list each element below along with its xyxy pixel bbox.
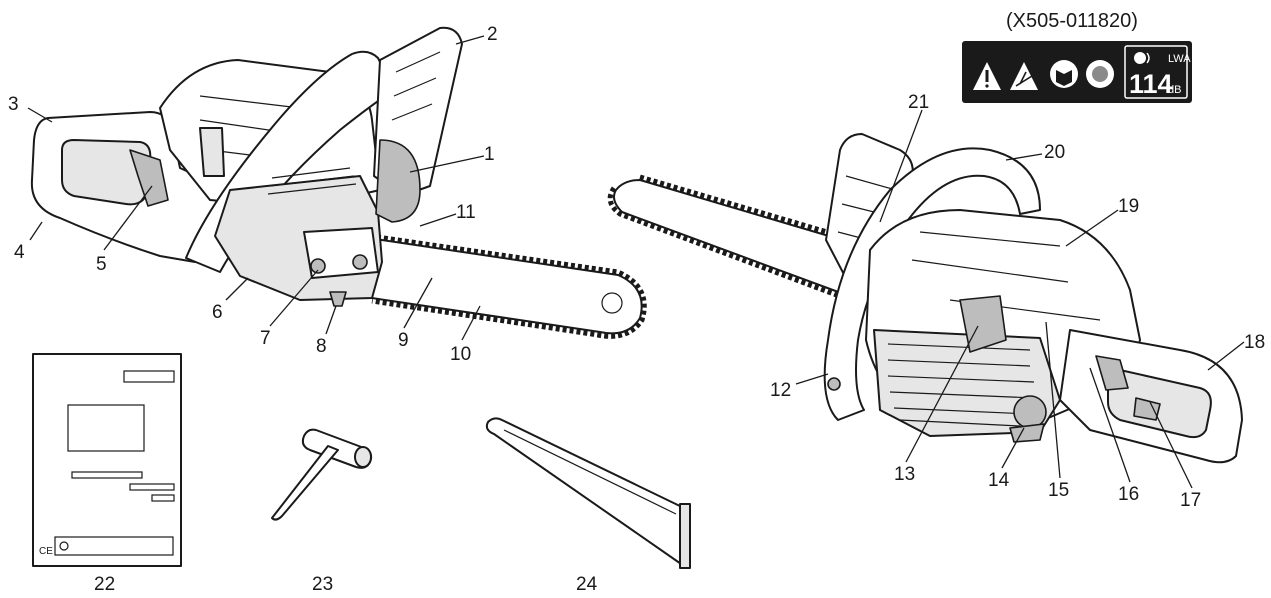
callout-24: 24 <box>576 574 598 595</box>
callout-2: 2 <box>487 24 498 45</box>
sound-power-value: 114 <box>1129 69 1173 99</box>
callout-15: 15 <box>1048 480 1069 501</box>
callout-1: 1 <box>484 144 495 165</box>
callout-19: 19 <box>1118 196 1139 217</box>
cylinder-fins-left <box>267 139 421 223</box>
callout-5: 5 <box>96 254 107 275</box>
callout-14: 14 <box>988 470 1010 491</box>
chainsaw-left-view <box>30 26 647 339</box>
operator-manual: CE <box>32 353 182 567</box>
rear-handle-left <box>30 111 229 263</box>
ce-mark: CE <box>39 546 53 557</box>
decal-part-code: (X505-011820) <box>1006 10 1138 32</box>
callout-10: 10 <box>450 344 471 365</box>
callout-4: 4 <box>14 242 25 263</box>
starter-housing-right <box>873 295 1061 443</box>
callout-3: 3 <box>8 94 19 115</box>
combination-spanner <box>271 428 373 521</box>
callout-20: 20 <box>1044 142 1065 163</box>
kickback-warning-icon <box>1010 62 1038 90</box>
callout-6: 6 <box>212 302 223 323</box>
guide-bar-left <box>367 233 647 339</box>
callout-numbers: 1 2 3 4 5 6 7 8 9 10 11 12 13 14 15 16 1… <box>8 24 1265 595</box>
safety-decal: LWA 114 dB <box>962 41 1192 103</box>
sound-power-unit: dB <box>1168 84 1181 96</box>
manual-logo-icon <box>59 541 69 551</box>
wear-protection-icon <box>1086 60 1114 88</box>
chainsaw-right-view <box>607 133 1243 464</box>
callout-18: 18 <box>1244 332 1265 353</box>
callout-22: 22 <box>94 574 115 595</box>
callout-21: 21 <box>908 92 929 113</box>
callout-8: 8 <box>316 336 327 357</box>
sound-power-level-box: LWA 114 dB <box>1124 45 1191 99</box>
rear-handle-right <box>1059 329 1243 464</box>
leader-lines <box>27 35 1245 489</box>
callout-17: 17 <box>1180 490 1201 511</box>
callout-9: 9 <box>398 330 409 351</box>
callout-23: 23 <box>312 574 333 595</box>
callout-7: 7 <box>260 328 271 349</box>
callout-12: 12 <box>770 380 791 401</box>
read-manual-icon <box>1050 60 1078 88</box>
noise-level-icon <box>1134 52 1150 64</box>
sound-power-symbol: LWA <box>1168 53 1191 65</box>
callout-16: 16 <box>1118 484 1139 505</box>
callout-11: 11 <box>456 202 476 223</box>
warning-triangle-icon <box>973 62 1001 90</box>
guide-bar-cover <box>485 417 691 569</box>
clutch-cover-left <box>214 175 383 307</box>
callout-13: 13 <box>894 464 915 485</box>
